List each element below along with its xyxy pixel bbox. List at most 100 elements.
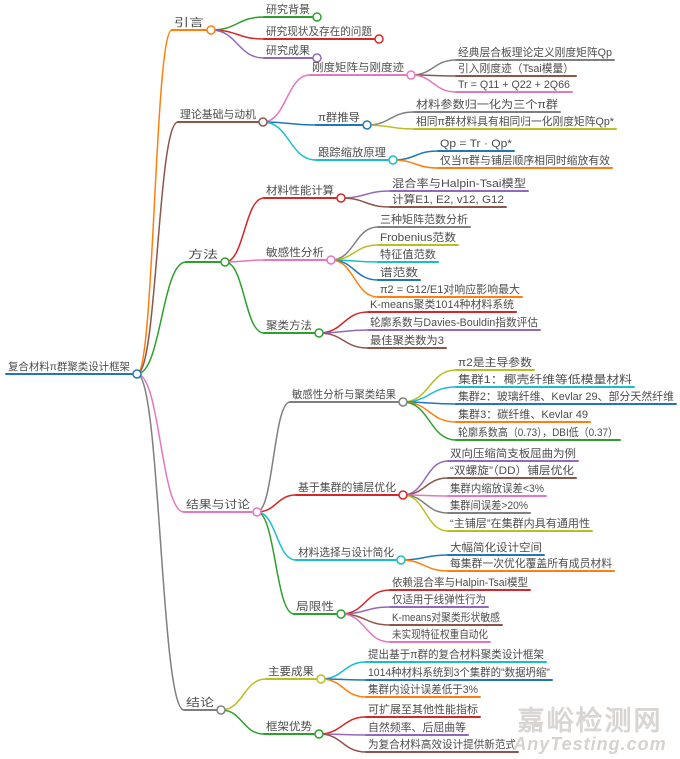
- node-label[interactable]: 特征值范数: [380, 247, 436, 261]
- node-toggle[interactable]: [374, 34, 384, 44]
- node-toggle[interactable]: [316, 674, 326, 684]
- node-label[interactable]: π2 = G12/E1对响应影响最大: [380, 282, 520, 296]
- node-label[interactable]: 集群间误差>20%: [450, 498, 528, 512]
- node-label[interactable]: 为复合材料高效设计提供新范式: [368, 737, 516, 751]
- node-label[interactable]: 复合材料π群聚类设计框架: [8, 360, 130, 373]
- node-label[interactable]: Frobenius范数: [380, 230, 456, 244]
- branch-link: [330, 226, 379, 261]
- node-label[interactable]: 理论基础与动机: [180, 107, 256, 121]
- branch-link: [402, 386, 457, 403]
- node-toggle[interactable]: [336, 193, 346, 203]
- branch-link: [330, 259, 379, 281]
- node-toggle[interactable]: [398, 490, 408, 500]
- branch-link: [366, 124, 415, 130]
- node-label[interactable]: 集群3：碳纤维、Kevlar 49: [458, 407, 588, 421]
- node-label[interactable]: 敏感性分析: [266, 245, 324, 259]
- node-label[interactable]: 引入刚度迹（Tsai模量）: [458, 61, 574, 75]
- node-label[interactable]: 最佳聚类数为3: [370, 333, 444, 347]
- node-toggle[interactable]: [216, 705, 226, 715]
- node-label[interactable]: 双向压缩简支板屈曲为例: [450, 446, 576, 460]
- node-toggle[interactable]: [362, 120, 372, 130]
- node-toggle[interactable]: [336, 609, 346, 619]
- node-label[interactable]: 谱范数: [380, 265, 418, 279]
- node-label[interactable]: 依赖混合率与Halpin-Tsai模型: [392, 575, 528, 589]
- node-label[interactable]: 自然频率、后屈曲等: [368, 720, 466, 734]
- node-label[interactable]: 集群内缩放误差<3%: [450, 481, 544, 495]
- node-label[interactable]: 研究背景: [266, 2, 310, 16]
- node-label[interactable]: 提出基于π群的复合材料聚类设计框架: [368, 647, 544, 661]
- node-label[interactable]: 未实现特征权重自动化: [392, 627, 488, 641]
- node-label[interactable]: K-means聚类1014种材料系统: [370, 297, 514, 311]
- links-layer: [136, 16, 457, 753]
- branch-link: [400, 554, 449, 561]
- branch-link: [402, 494, 449, 532]
- node-toggle[interactable]: [314, 729, 324, 739]
- node-label[interactable]: 混合率与Halpin-Tsai模型: [392, 176, 526, 190]
- node-toggle[interactable]: [220, 257, 230, 267]
- node-label[interactable]: 相同π群材料具有相同归一化刚度矩阵Qp*: [416, 114, 615, 128]
- node-label[interactable]: “双螺旋”（DD）铺层优化: [450, 463, 574, 477]
- node-toggle[interactable]: [326, 255, 336, 265]
- node-toggle[interactable]: [132, 369, 142, 379]
- branch-link: [340, 613, 391, 643]
- branch-link: [392, 150, 439, 161]
- node-toggle[interactable]: [206, 25, 216, 35]
- node-label[interactable]: π群推导: [318, 110, 360, 124]
- node-label[interactable]: 材料性能计算: [266, 183, 334, 197]
- node-label[interactable]: 每集群一次优化覆盖所有成员材料: [450, 556, 612, 570]
- node-toggle[interactable]: [312, 53, 322, 63]
- node-label[interactable]: 材料选择与设计简化: [298, 545, 394, 559]
- node-label[interactable]: 三种矩阵范数分析: [380, 212, 468, 226]
- node-label[interactable]: 大幅简化设计空间: [450, 540, 542, 554]
- node-label[interactable]: 经典层合板理论定义刚度矩阵Qp: [458, 45, 612, 59]
- branch-link: [210, 16, 265, 31]
- node-label[interactable]: 集群2：玻璃纤维、Kevlar 29、部分天然纤维: [458, 389, 674, 403]
- node-toggle[interactable]: [406, 70, 416, 80]
- node-label[interactable]: 结果与讨论: [186, 497, 250, 511]
- node-toggle[interactable]: [312, 12, 322, 22]
- branch-link: [402, 369, 457, 403]
- branch-link: [256, 401, 291, 513]
- node-label[interactable]: 方法: [188, 247, 218, 261]
- node-toggle[interactable]: [258, 117, 268, 127]
- node-label[interactable]: K-means对聚类形状敏感: [392, 610, 500, 624]
- node-toggle[interactable]: [388, 155, 398, 165]
- node-label[interactable]: 集群1：椰壳纤维等低模量材料: [458, 372, 632, 386]
- node-label[interactable]: 研究现状及存在的问题: [266, 24, 372, 38]
- node-toggle[interactable]: [314, 328, 324, 338]
- node-label[interactable]: Qp = Tr · Qp*: [440, 138, 513, 150]
- node-label[interactable]: 轮廓系数高（0.73），DBI低（0.37）: [458, 425, 618, 439]
- node-label[interactable]: 仅当π群与铺层顺序相同时缩放有效: [440, 153, 610, 167]
- node-label[interactable]: 跟踪缩放原理: [318, 145, 386, 159]
- node-label[interactable]: “主铺层”在集群内具有通用性: [450, 516, 590, 530]
- node-label[interactable]: 引言: [174, 15, 204, 29]
- node-label[interactable]: 聚类方法: [266, 318, 312, 332]
- node-toggle[interactable]: [398, 397, 408, 407]
- node-label[interactable]: π2是主导参数: [458, 355, 532, 369]
- node-label[interactable]: Tr = Q11 + Q22 + 2Q66: [458, 79, 570, 91]
- node-label[interactable]: 轮廓系数与Davies-Bouldin指数评估: [370, 315, 538, 329]
- branch-link: [136, 29, 173, 375]
- node-label[interactable]: 仅适用于线弹性行为: [392, 592, 486, 606]
- node-label[interactable]: 局限性: [296, 599, 334, 613]
- node-label[interactable]: 1014种材料系统到3个集群的"数据坍缩": [368, 665, 550, 679]
- node-label[interactable]: 框架优势: [266, 720, 312, 733]
- node-label[interactable]: 主要成果: [268, 665, 314, 678]
- branch-link: [136, 373, 185, 513]
- node-toggle[interactable]: [252, 507, 262, 517]
- node-label[interactable]: 基于集群的铺层优化: [298, 480, 396, 494]
- node-label[interactable]: 研究成果: [266, 43, 310, 57]
- branch-link: [136, 121, 179, 375]
- branch-link: [402, 477, 449, 496]
- branch-link: [402, 494, 449, 514]
- node-label[interactable]: 计算E1, E2, v12, G12: [392, 192, 504, 206]
- node-label[interactable]: 刚度矩阵与刚度迹: [312, 60, 404, 74]
- node-label[interactable]: 材料参数归一化为三个π群: [416, 97, 558, 111]
- node-label[interactable]: 可扩展至其他性能指标: [368, 702, 478, 716]
- node-label[interactable]: 集群内设计误差低于3%: [368, 682, 478, 696]
- node-label[interactable]: 结论: [186, 695, 214, 709]
- node-toggle[interactable]: [396, 555, 406, 565]
- node-label[interactable]: 敏感性分析与聚类结果: [292, 387, 396, 401]
